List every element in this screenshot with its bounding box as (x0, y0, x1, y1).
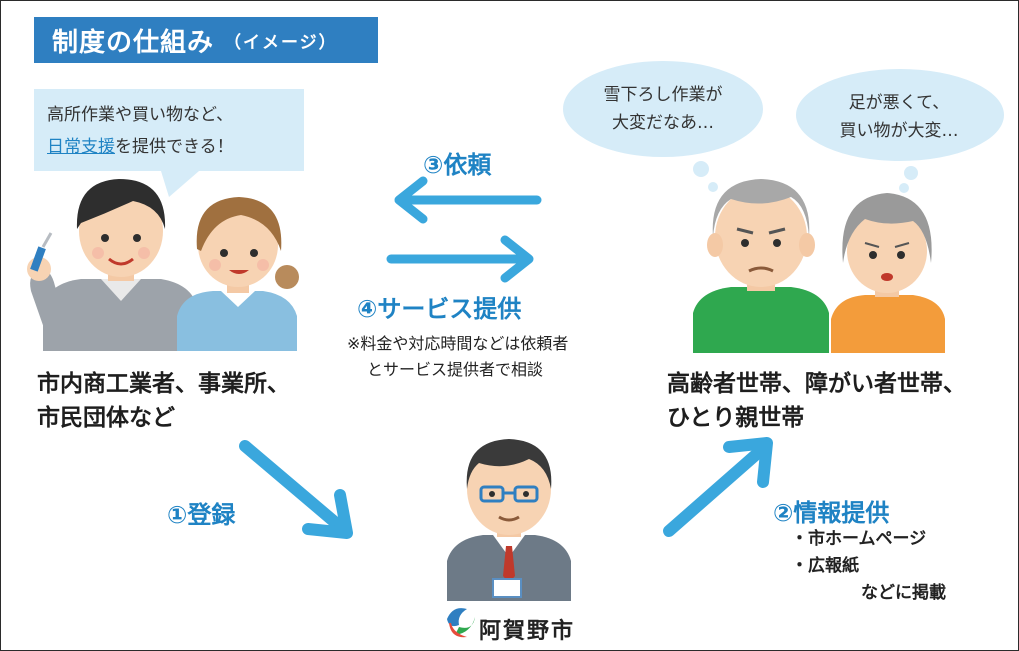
thought-bubble-1 (563, 61, 763, 192)
thought1-line2: 大変だなあ… (612, 113, 714, 133)
senior-man-illustration (693, 179, 829, 353)
service-note-line2: とサービス提供者で相談 (367, 360, 544, 379)
senior-group-label: 高齢者世帯、障がい者世帯、 ひとり親世帯 (667, 367, 966, 435)
thought-bubble-2-text: 足が悪くて、 買い物が大変… (829, 89, 969, 145)
provider-bubble-highlight: 日常支援 (47, 137, 115, 157)
provider-group-label: 市内商工業者、事業所、 市民団体など (37, 367, 290, 435)
senior-woman-illustration (831, 193, 945, 353)
provider-label-line2: 市民団体など (37, 405, 175, 431)
city-officer-illustration (447, 439, 571, 601)
title-banner: 制度の仕組み （イメージ） (34, 17, 378, 63)
title-main: 制度の仕組み (52, 27, 215, 58)
provider-bubble-line2: 日常支援を提供できる！ (47, 131, 297, 163)
provider-speech-bubble (34, 89, 304, 197)
provider-man-illustration (27, 179, 197, 351)
provider-bubble-text: 高所作業や買い物など、 日常支援を提供できる！ (47, 99, 297, 163)
title-sub: （イメージ） (224, 32, 338, 53)
provider-bubble-line1: 高所作業や買い物など、 (47, 105, 234, 125)
thought1-line1: 雪下ろし作業が (603, 85, 723, 105)
city-logo-icon (447, 608, 475, 638)
service-arrow-right (386, 235, 534, 283)
info-arrow (663, 437, 773, 537)
step-service-label: ④サービス提供 (357, 295, 522, 323)
thought2-line2: 買い物が大変… (839, 121, 959, 141)
info-item-bulletin: ・広報紙 (791, 556, 859, 576)
request-arrow-left (394, 176, 542, 224)
senior-label-line2: ひとり親世帯 (667, 405, 805, 431)
city-name: 阿賀野市 (479, 619, 576, 644)
register-arrow (239, 440, 353, 539)
step-register-label: ①登録 (167, 501, 236, 529)
senior-label-line1: 高齢者世帯、障がい者世帯、 (667, 371, 966, 397)
step-request-label: ③依頼 (423, 151, 492, 179)
service-note: ※料金や対応時間などは依頼者 とサービス提供者で相談 (347, 331, 568, 383)
thought-bubble-1-text: 雪下ろし作業が 大変だなあ… (593, 81, 733, 137)
step-info-label: ②情報提供 (773, 499, 890, 527)
provider-woman-illustration (177, 197, 299, 351)
provider-label-line1: 市内商工業者、事業所、 (37, 371, 290, 397)
thought-bubble-2 (796, 69, 1004, 193)
provider-bubble-rest: を提供できる！ (115, 137, 234, 157)
info-footer: などに掲載 (861, 583, 946, 603)
thought2-line1: 足が悪くて、 (848, 93, 950, 113)
service-note-line1: ※料金や対応時間などは依頼者 (347, 334, 569, 353)
info-item-homepage: ・市ホームページ (791, 529, 927, 549)
